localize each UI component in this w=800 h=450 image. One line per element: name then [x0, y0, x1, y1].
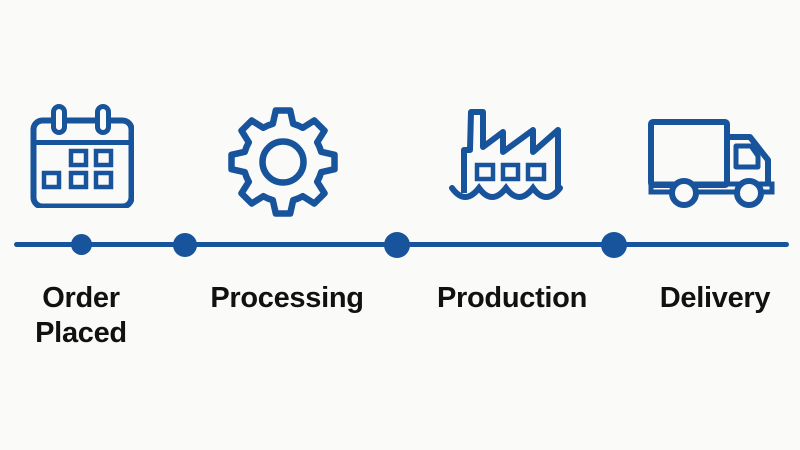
truck-icon [648, 119, 775, 208]
step-label-processing: Processing [210, 282, 364, 314]
timeline-dot-1 [70, 234, 92, 255]
step-label-production: Production [436, 282, 588, 314]
calendar-icon [30, 104, 134, 208]
gear-icon [228, 107, 338, 217]
gear-outline [228, 107, 338, 217]
timeline-dot-3 [384, 232, 410, 258]
step-label-delivery: Delivery [659, 282, 771, 314]
factory-icon [449, 109, 563, 200]
timeline-dot-4 [601, 232, 627, 258]
timeline-dot-2 [173, 232, 197, 257]
step-label-order-placed: Order Placed [35, 282, 127, 349]
